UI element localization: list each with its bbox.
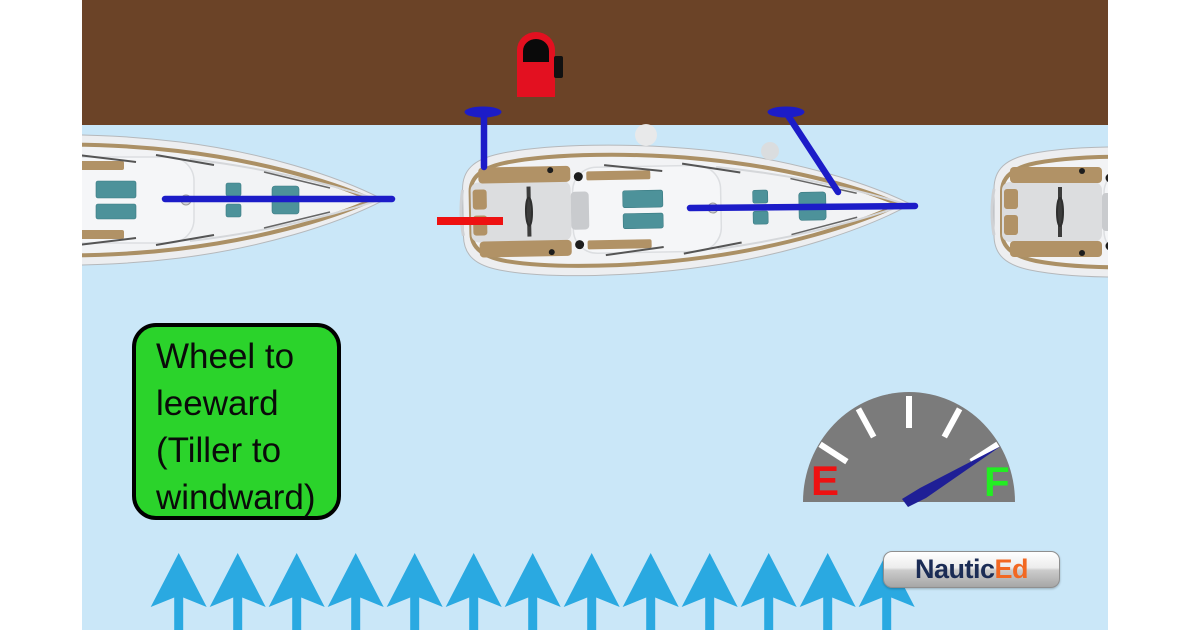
annotation-line: windward)	[156, 478, 316, 517]
fuel-pump-icon	[517, 32, 563, 97]
wind-arrow-icon	[268, 553, 325, 630]
mooring-lines	[161, 109, 919, 212]
gauge-face	[803, 392, 1015, 502]
logo-text-primary: Nautic	[914, 554, 995, 584]
wind-arrow-icon	[622, 553, 679, 630]
wind-arrow-icon	[327, 553, 384, 630]
gauge-needle	[902, 446, 1001, 507]
left-margin	[0, 0, 82, 630]
gauge-ticks	[818, 396, 1000, 465]
mooring-line-bow	[686, 202, 919, 212]
wind-arrow-icon	[209, 553, 266, 630]
mooring-line-diagonal	[783, 110, 842, 196]
wind-arrow-icon	[445, 553, 502, 630]
fuel-gauge: E F	[803, 392, 1015, 507]
wind-arrow-icon	[858, 553, 915, 630]
gauge-empty-label: E	[811, 457, 839, 504]
dock	[82, 0, 1108, 125]
wind-arrow-icon	[504, 553, 561, 630]
wind-arrow-icon	[150, 553, 207, 630]
annotation-line: leeward	[156, 384, 279, 423]
wind-arrow-icon	[386, 553, 443, 630]
wind-arrows-group	[150, 553, 915, 630]
right-margin	[1108, 0, 1200, 630]
logo-text-accent: Ed	[994, 554, 1029, 584]
wind-arrow-icon	[799, 553, 856, 630]
annotation-line: (Tiller to	[156, 431, 282, 470]
wind-arrow-icon	[740, 553, 797, 630]
annotation-line: Wheel to	[156, 337, 295, 376]
annotation-box: Wheel to leeward (Tiller to windward)	[132, 323, 341, 520]
fender	[761, 142, 779, 160]
wind-arrow-icon	[681, 553, 738, 630]
gauge-full-label: F	[984, 458, 1010, 505]
fender	[635, 124, 657, 146]
wind-arrow-icon	[563, 553, 620, 630]
